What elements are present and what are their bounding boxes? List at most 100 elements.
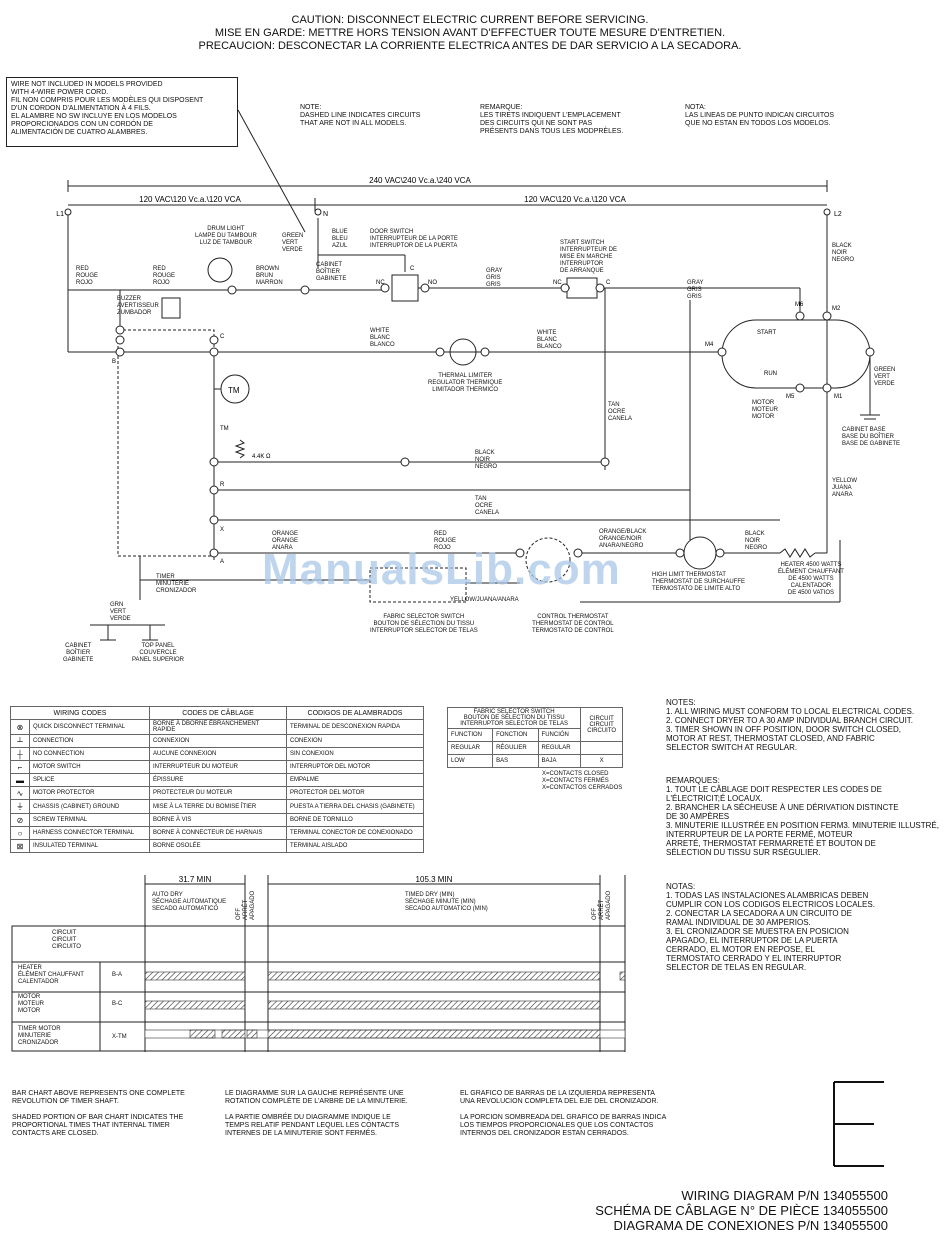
wiring-code-symbol: ┼ xyxy=(10,747,30,761)
fabric-cell: REGULAR xyxy=(446,741,494,755)
fabric-cell: FUNCTION xyxy=(446,728,494,742)
wiring-code-symbol: ┴ xyxy=(10,734,30,748)
door-switch-label: DOOR SWITCH INTERRUPTEUR DE LA PORTE INT… xyxy=(370,229,458,249)
fabric-selector-table: FABRIC SELECTOR SWITCH BOUTON DE SÉLECTI… xyxy=(446,707,623,792)
tan-2-label: TAN OCRE CANELA xyxy=(475,496,500,516)
v240-label: 240 VAC\240 Vc.a.\240 VCA xyxy=(369,176,471,185)
fabric-cell: REGULAR xyxy=(537,741,582,755)
yellow-juana-label: YELLOW/JUANA/ANARA xyxy=(450,597,519,603)
black-mid-label: BLACK NOIR NEGRO xyxy=(475,450,498,470)
wiring-code-symbol: ○ xyxy=(10,826,30,840)
page-letter-text: E xyxy=(830,1078,831,1079)
fabric-selector-label: FABRIC SELECTOR SWITCH BOUTON DE SÉLECTI… xyxy=(370,614,478,634)
wiring-code-es: TERMINAL AISLADO xyxy=(286,839,424,853)
notes-fr: REMARQUES: 1. TOUT LE CÂBLAGE DOIT RESPE… xyxy=(666,776,939,857)
wiring-code-en: HARNESS CONNECTOR TERMINAL xyxy=(29,826,150,840)
wiring-code-fr: AUCUNE CONNEXION xyxy=(149,747,287,761)
bar-note-es: EL GRAFICO DE BARRAS DE LA IZQUIERDA REP… xyxy=(460,1090,667,1137)
wiring-code-en: MOTOR SWITCH xyxy=(29,760,150,774)
wiring-code-en: CONNECTION xyxy=(29,734,150,748)
bar-row-motor: MOTOR MOTEUR MOTOR xyxy=(18,994,44,1014)
codes-header-en: WIRING CODES xyxy=(10,706,150,720)
term-no: NO xyxy=(428,280,437,286)
black-right-label: BLACK NOIR NEGRO xyxy=(832,243,855,263)
bar-row-timer-code: X-TM xyxy=(112,1034,127,1040)
wiring-code-fr: MISE À LA TERRE DU BOMISE ÎTIER xyxy=(149,799,287,814)
watermark: ManualsLib.com xyxy=(262,545,621,594)
codes-header-fr: CODES DE CÂBLAGE xyxy=(149,706,287,720)
orange-label: ORANGE ORANGE ANARA xyxy=(272,531,299,551)
bar-row-heater-code: B-A xyxy=(112,972,123,978)
n-label: N xyxy=(323,211,328,218)
dashed-note-es: NOTA: LAS LINEAS DE PUNTO INDICAN CIRCUI… xyxy=(685,104,835,127)
bar-note-fr: LE DIAGRAMME SUR LA GAUCHE REPRÉSENTE UN… xyxy=(225,1090,408,1137)
fabric-table-circuit: CIRCUIT CIRCUIT CIRCUITO xyxy=(580,707,623,742)
v120-right-label: 120 VAC\120 Vc.a.\120 VCA xyxy=(524,195,626,204)
wiring-code-es: SIN CONEXION xyxy=(286,747,424,761)
wiring-code-es: BORNE DE TORNILLO xyxy=(286,813,424,827)
fabric-cell: X xyxy=(580,754,623,768)
wiring-code-fr: CONNEXION xyxy=(149,734,287,748)
cabinet-1-label: CABINET BOÎTIER GABINETE xyxy=(316,262,347,282)
term-m6: M6 xyxy=(795,302,804,308)
wiring-code-fr: BORNE À VIS xyxy=(149,813,287,827)
wiring-code-es: PROTECTOR DEL MOTOR xyxy=(286,786,424,800)
fabric-legend: X=CONTACTS CLOSED X=CONTACTS FERMÉS X=CO… xyxy=(542,771,623,791)
red-3-label: RED ROUGE ROJO xyxy=(434,531,457,551)
auto-dry-label: AUTO DRY SÉCHAGE AUTOMATIQUE SECADO AUTO… xyxy=(152,892,227,912)
motor-outline xyxy=(721,319,871,389)
term-m1: M1 xyxy=(834,394,843,400)
notes-en: NOTES: 1. ALL WIRING MUST CONFORM TO LOC… xyxy=(666,698,915,752)
green-right-label: GREEN VERT VERDE xyxy=(874,367,896,387)
wiring-code-symbol: ∿ xyxy=(10,786,30,800)
timer-label: TIMER MINUTERIE CRONIZADOR xyxy=(156,574,197,594)
thermal-limiter-label: THERMAL LIMITER REGULATOR THERMIQUE LIMI… xyxy=(428,373,503,393)
term-a: A xyxy=(220,559,224,565)
drum-light-label: DRUM LIGHT LAMPE DU TAMBOUR LUZ DE TAMBO… xyxy=(195,226,257,246)
wiring-code-fr: ÉPISSURE xyxy=(149,773,287,787)
term-m4: M4 xyxy=(705,342,714,348)
wiring-code-en: CHASSIS (CABINET) GROUND xyxy=(29,799,150,814)
control-thermostat-label: CONTROL THERMOSTAT THERMOSTAT DE CONTROL… xyxy=(532,614,614,634)
white-1-label: WHITE BLANC BLANCO xyxy=(370,328,395,348)
high-limit-thermostat-circle xyxy=(683,536,717,570)
control-thermostat-circle xyxy=(525,537,571,583)
bar-row-timer: TIMER MOTOR MINUTERIE CRONIZADOR xyxy=(18,1026,61,1046)
wiring-code-fr: INTERRUPTEUR DU MOTEUR xyxy=(149,760,287,774)
v120-left-label: 120 VAC\120 Vc.a.\120 VCA xyxy=(139,195,241,204)
white-2-label: WHITE BLANC BLANCO xyxy=(537,330,562,350)
wiring-code-es: CONEXION xyxy=(286,734,424,748)
tan-1-label: TAN OCRE CANELA xyxy=(608,402,633,422)
high-limit-label: HIGH LIMIT THERMOSTAT THERMOSTAT DE SURC… xyxy=(652,572,746,592)
motor-label: MOTOR MOTEUR MOTOR xyxy=(752,400,778,420)
black-heater-label: BLACK NOIR NEGRO xyxy=(745,531,768,551)
dashed-note-en: NOTE: DASHED LINE INDICATES CIRCUITS THA… xyxy=(300,104,421,127)
cabinet-base-label: CABINET BASE BASE DU BOÎTIER BASE DE GAB… xyxy=(842,427,901,447)
wiring-codes-table: WIRING CODES CODES DE CÂBLAGE CODIGOS DE… xyxy=(10,706,424,853)
green-vert-label: GREEN VERT VERDE xyxy=(282,233,304,253)
wiring-code-en: NO CONNECTION xyxy=(29,747,150,761)
gray-2-label: GRAY GRIS GRIS xyxy=(687,280,704,300)
wiring-code-en: QUICK DISCONNECT TERMINAL xyxy=(29,719,150,735)
timer-box xyxy=(117,329,215,557)
l1-label: L1 xyxy=(56,211,64,218)
yellow-label: YELLOW JUANA ANARA xyxy=(832,478,858,498)
bar-row-motor-code: B-C xyxy=(112,1001,123,1007)
start-label: START xyxy=(757,330,776,336)
fabric-cell: FUNCIÓN xyxy=(537,728,582,742)
term-nc1: NC xyxy=(376,280,385,286)
wiring-code-en: SPLICE xyxy=(29,773,150,787)
term-c3: C xyxy=(606,280,611,286)
bar-row-heater: HEATER ÉLÉMENT CHAUFFANT CALENTADOR xyxy=(18,965,84,985)
gray-1-label: GRAY GRIS GRIS xyxy=(486,268,503,288)
fabric-cell: RÉGULIER xyxy=(492,741,539,755)
wiring-code-symbol: ⏚ xyxy=(10,799,30,814)
term-b: B xyxy=(112,359,116,365)
codes-header-es: CODIGOS DE ALAMBRADOS xyxy=(286,706,424,720)
note-arrow xyxy=(237,109,306,233)
